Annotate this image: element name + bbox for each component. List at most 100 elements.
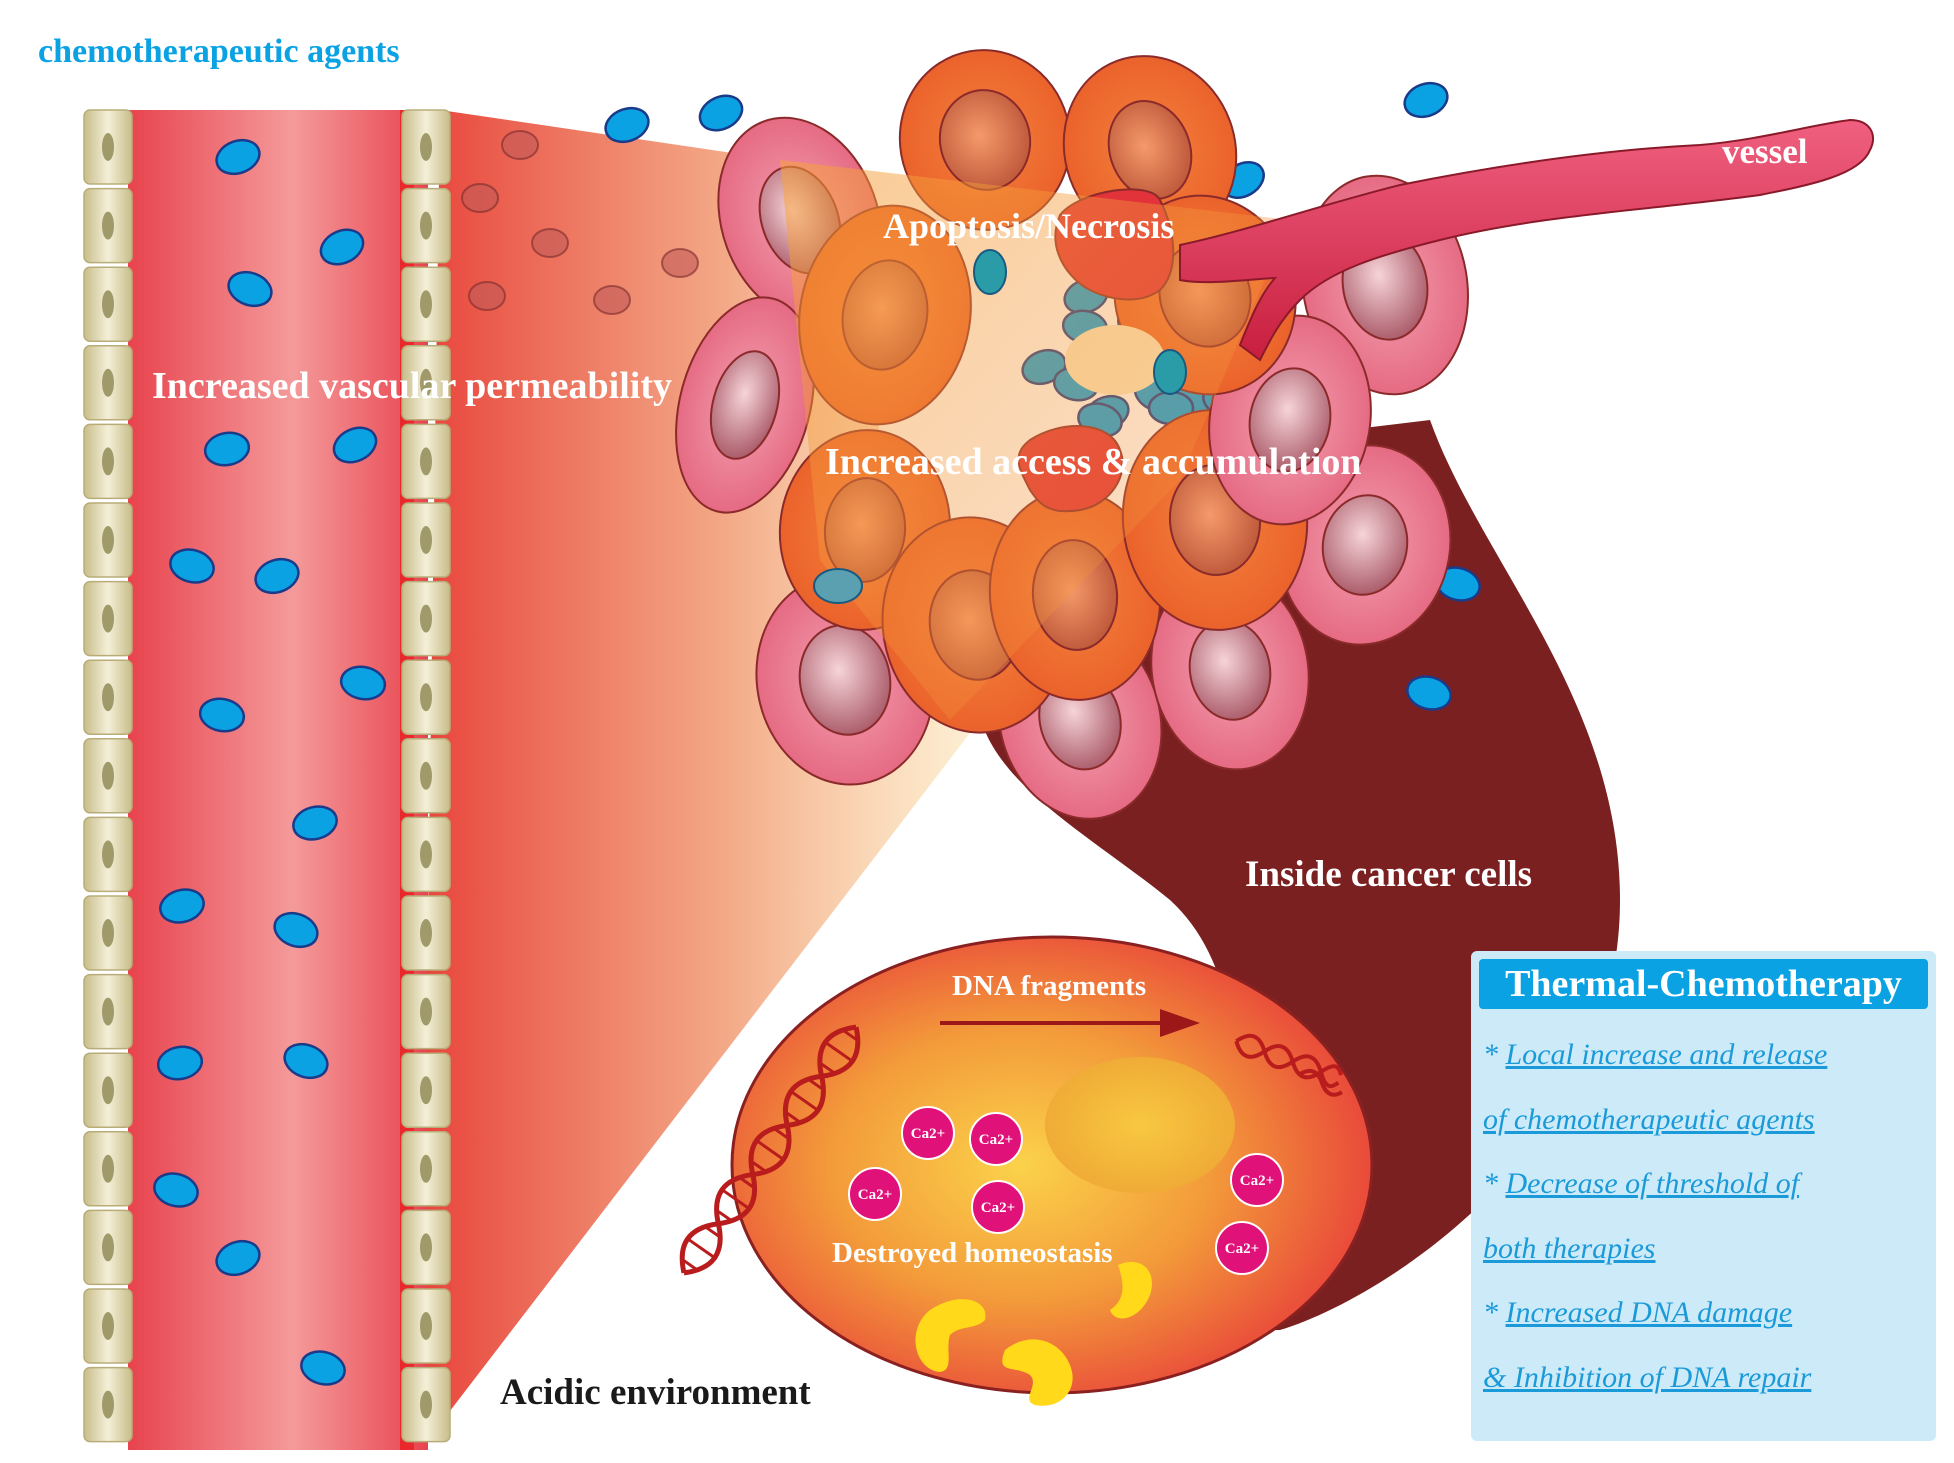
yellow-fragment (1110, 1261, 1152, 1319)
benefit-line: * Increased DNA damage (1483, 1296, 1793, 1329)
agent-particle (339, 665, 387, 701)
teal-particle (973, 249, 1007, 295)
endothelial-cell (83, 580, 133, 657)
agent-particle (698, 94, 744, 132)
agent-particle (153, 1172, 199, 1208)
agent-particle (1403, 81, 1449, 119)
benefits-list: * Local increase and release of chemothe… (1483, 1023, 1928, 1410)
endothelial-cells-right (401, 109, 451, 1443)
teal-particle (813, 568, 863, 604)
label-vessel: vessel (1722, 132, 1808, 171)
calcium-ion-label: Ca2+ (1225, 1241, 1259, 1257)
endothelial-cell (401, 266, 451, 342)
agent-particle (215, 138, 261, 176)
agent-particle (227, 270, 273, 308)
agent-particle (156, 1045, 204, 1081)
agent-particle (300, 1350, 346, 1386)
thermal-chemotherapy-box: Thermal-Chemotherapy * Local increase an… (1471, 951, 1936, 1441)
endothelial-cell (401, 1052, 451, 1128)
endothelial-cell (401, 895, 451, 971)
benefit-line: * Decrease of threshold of (1483, 1167, 1800, 1200)
label-increased-access-accumulation: Increased access & accumulation (825, 441, 1362, 483)
endothelial-cell (401, 187, 451, 264)
label-acidic-environment: Acidic environment (500, 1372, 811, 1413)
calcium-ions: Ca2+ Ca2+ Ca2+ Ca2+ Ca2+ Ca2+ (848, 1106, 1284, 1275)
benefit-line: both therapies (1483, 1231, 1656, 1265)
endothelial-cell (83, 973, 133, 1050)
endothelial-cell (83, 1131, 133, 1207)
endothelial-cell (83, 266, 133, 342)
label-increased-vascular-permeability: Increased vascular permeability (152, 365, 672, 407)
faded-agent-particle (593, 285, 631, 315)
teal-particle (1153, 349, 1187, 395)
yellow-fragment (1002, 1339, 1073, 1406)
agent-particle (198, 697, 246, 733)
endothelial-cell (401, 659, 451, 735)
calcium-ion: Ca2+ (1215, 1221, 1269, 1275)
endothelial-cell (401, 1366, 451, 1443)
faded-agent-particle (461, 183, 499, 213)
label-dna-fragments: DNA fragments (952, 970, 1146, 1002)
endothelial-cell (83, 109, 133, 185)
endothelial-cell (83, 502, 133, 578)
agent-particle (332, 426, 378, 464)
label-apoptosis-necrosis: Apoptosis/Necrosis (883, 206, 1174, 246)
calcium-ion: Ca2+ (1230, 1153, 1284, 1207)
endothelial-cell (83, 816, 133, 893)
agent-particle (319, 228, 365, 266)
calcium-ion-label: Ca2+ (979, 1132, 1013, 1148)
agent-particle (254, 557, 300, 595)
blood-vessel-lumen (128, 110, 428, 1450)
endothelial-cell (401, 109, 451, 185)
faded-agent-particle (501, 130, 539, 160)
calcium-ion-label: Ca2+ (911, 1126, 945, 1142)
endothelial-cell (401, 423, 451, 500)
calcium-ion: Ca2+ (848, 1167, 902, 1221)
endothelial-cell (83, 1209, 133, 1286)
endothelial-cell (83, 1052, 133, 1128)
dna-fragment-icon (1298, 1068, 1343, 1097)
dna-helix-icon (679, 1024, 861, 1276)
cancer-cell: Ca2+ Ca2+ Ca2+ Ca2+ Ca2+ Ca2+ (679, 935, 1374, 1406)
endothelial-cell (83, 187, 133, 264)
label-destroyed-homeostasis: Destroyed homeostasis (832, 1237, 1113, 1269)
tumor-cell (675, 296, 815, 514)
endothelial-cell (83, 1366, 133, 1443)
endothelial-cell (83, 423, 133, 500)
agent-particle (203, 431, 251, 467)
agent-particle (169, 548, 215, 584)
dna-arrow-head (1160, 1009, 1200, 1037)
calcium-ion: Ca2+ (971, 1180, 1025, 1234)
agent-particle (283, 1042, 329, 1080)
benefit-line: & Inhibition of DNA repair (1483, 1360, 1812, 1394)
endothelial-cell (83, 738, 133, 814)
endothelial-cell (401, 1209, 451, 1286)
calcium-ion: Ca2+ (901, 1106, 955, 1160)
tumor-glow (780, 160, 1290, 720)
agent-particle (215, 1239, 261, 1277)
cell-nucleus (1045, 1057, 1235, 1193)
vessel-branch (1179, 118, 1875, 362)
endothelial-cell (401, 738, 451, 814)
endothelial-cell (401, 816, 451, 893)
endothelial-cell (401, 502, 451, 578)
endothelial-cell (401, 1288, 451, 1364)
faded-agent-particle (531, 228, 569, 258)
label-inside-cancer-cells: Inside cancer cells (1245, 854, 1532, 895)
benefit-line: of chemotherapeutic agents (1483, 1102, 1815, 1136)
endothelial-cell (401, 1131, 451, 1207)
faded-agent-particle (468, 281, 506, 311)
endothelial-cell (83, 895, 133, 971)
agent-particle (292, 805, 338, 841)
faded-agent-particle (661, 248, 699, 278)
endothelial-cell (83, 1288, 133, 1364)
agent-particle (273, 911, 319, 949)
thermal-chemotherapy-title: Thermal-Chemotherapy (1479, 959, 1928, 1009)
calcium-ion-label: Ca2+ (981, 1200, 1015, 1216)
endothelial-cells-left (83, 109, 133, 1443)
calcium-ion-label: Ca2+ (858, 1187, 892, 1203)
endothelial-cell (83, 659, 133, 735)
calcium-ion: Ca2+ (969, 1112, 1023, 1166)
endothelial-cell (401, 345, 451, 421)
